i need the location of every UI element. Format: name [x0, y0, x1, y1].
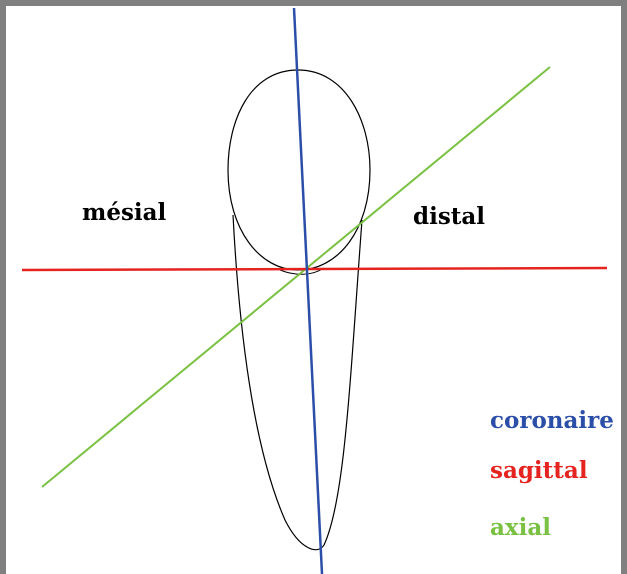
legend-coronaire: coronaire [490, 407, 614, 434]
axial-axis-line [41, 66, 551, 488]
sagittal-axis-line [21, 266, 608, 272]
distal-label: distal [413, 203, 485, 230]
coronaire-axis-line [292, 7, 324, 574]
tooth-root-outline [232, 214, 363, 551]
legend-axial: axial [490, 514, 551, 541]
mesial-label: mésial [82, 199, 167, 226]
legend-sagittal: sagittal [490, 457, 588, 484]
